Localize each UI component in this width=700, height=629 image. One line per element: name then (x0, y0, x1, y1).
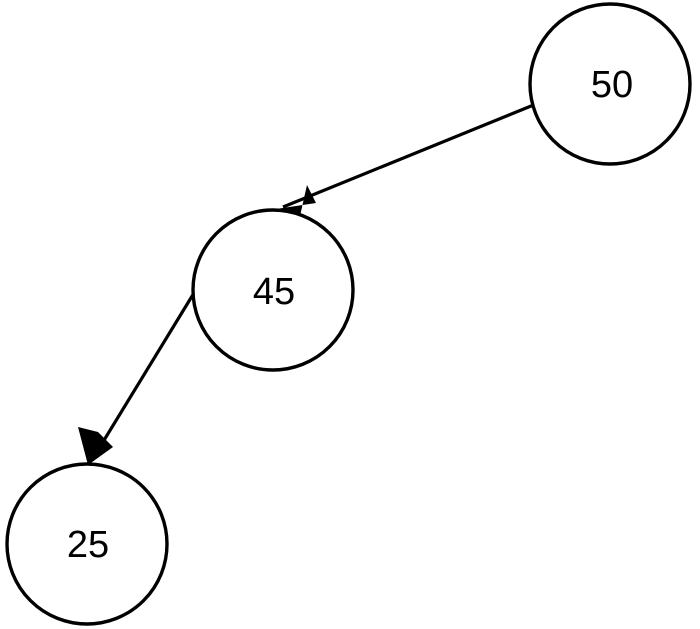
node-circle-50[interactable] (528, 2, 692, 166)
tree-node-25[interactable]: 25 (5, 462, 169, 626)
tree-node-50[interactable]: 50 (528, 2, 692, 166)
node-label-50: 50 (591, 64, 633, 106)
edge-line-50-45 (282, 102, 537, 209)
arrowhead-icon-50-45 (276, 185, 316, 216)
node-label-25: 25 (67, 524, 109, 566)
edge-line-45-25 (93, 287, 199, 456)
edge-45-to-25 (78, 287, 199, 465)
node-circle-25[interactable] (5, 462, 169, 626)
arrowhead-icon-45-25 (78, 427, 113, 465)
edge-50-to-45 (276, 102, 537, 216)
node-label-45: 45 (253, 271, 295, 313)
node-circle-45[interactable] (191, 208, 355, 372)
tree-node-45[interactable]: 45 (191, 208, 355, 372)
